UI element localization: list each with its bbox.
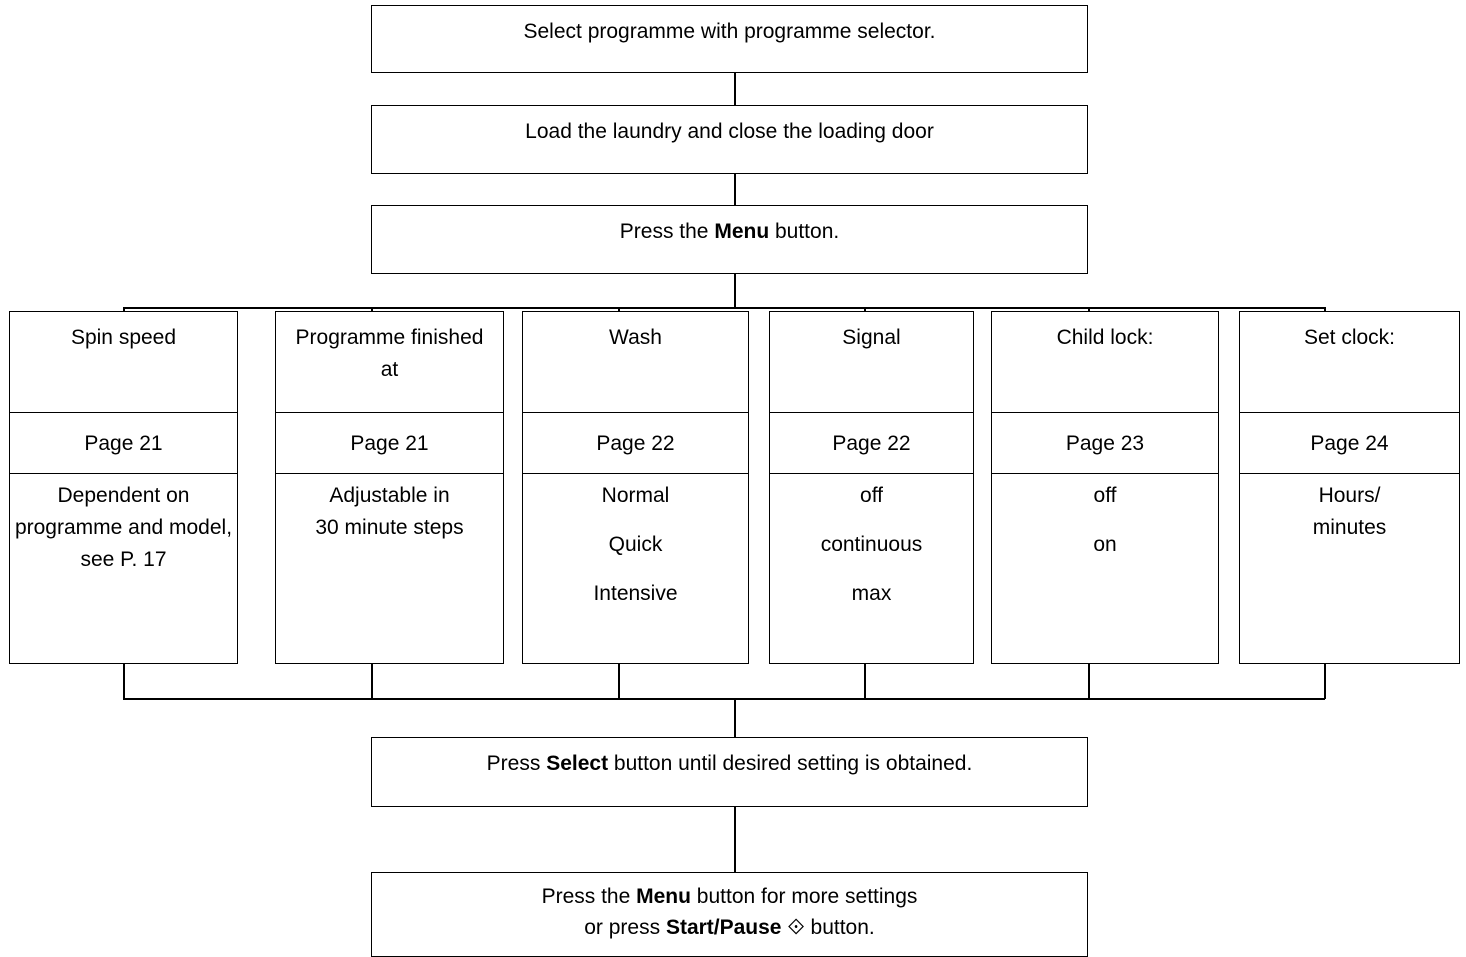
line1-post: button for more settings [690,885,918,908]
option-detail: 30 minute steps [315,516,464,539]
option-page-ref: Page 22 [770,413,973,474]
top-bus-line [123,307,1325,309]
drop-line-6 [1324,307,1326,311]
option-detail: minutes [1312,516,1387,539]
option-title: Programme finished at [276,312,503,413]
option-wash: Wash Page 22 Normal Quick Intensive [522,311,749,664]
option-details: Adjustable in 30 minute steps [276,474,503,544]
option-signal: Signal Page 22 off continuous max [769,311,974,664]
option-page-ref: Page 24 [1240,413,1459,474]
start-pause-button-label: Start/Pause [665,916,782,939]
option-detail: Quick [608,533,663,556]
rise-line-4 [864,664,866,699]
connector-step1-step2 [734,72,736,106]
line2-post: button. [804,916,875,939]
option-set-clock: Set clock: Page 24 Hours/ minutes [1239,311,1460,664]
option-detail: off [1093,484,1117,507]
start-pause-icon: ⟐ [787,915,805,940]
option-details: off on [992,474,1218,561]
step-press-select-post: button until desired setting is obtained… [608,752,973,775]
step-press-menu-text: Press the Menu button. [372,206,1087,248]
option-detail: see P. 17 [80,548,167,571]
line2-pre: or press [584,916,666,939]
option-details: Dependent on programme and model, see P.… [10,474,237,576]
step-load-laundry: Load the laundry and close the loading d… [371,105,1088,174]
option-details: Normal Quick Intensive [523,474,748,610]
option-detail: on [1093,533,1117,556]
step-press-menu-post: button. [769,220,840,243]
menu-button-label-2: Menu [636,885,691,908]
drop-line-5 [1088,307,1090,311]
connector-step4-step5 [734,806,736,872]
step-press-menu-pre: Press the [619,220,715,243]
option-detail: Intensive [593,582,678,605]
line1-pre: Press the [541,885,637,908]
option-page-ref: Page 23 [992,413,1218,474]
option-detail: Hours/ [1318,484,1381,507]
step-more-settings-line1: Press the Menu button for more settings [372,881,1087,912]
option-title: Set clock: [1240,312,1459,413]
option-page-ref: Page 21 [276,413,503,474]
rise-line-1 [123,664,125,699]
option-detail: continuous [820,533,923,556]
option-spin-speed: Spin speed Page 21 Dependent on programm… [9,311,238,664]
option-detail: Adjustable in [329,484,450,507]
drop-line-1 [123,307,125,311]
step-press-select-text: Press Select button until desired settin… [372,738,1087,780]
option-page-ref: Page 21 [10,413,237,474]
connector-step2-step3 [734,173,736,206]
step-press-menu: Press the Menu button. [371,205,1088,274]
option-detail: Dependent on [57,484,190,507]
rise-line-6 [1324,664,1326,699]
option-page-ref: Page 22 [523,413,748,474]
option-detail: off [860,484,883,507]
step-more-settings-line2: or press Start/Pause ⟐ button. [372,912,1087,943]
drop-line-4 [864,307,866,311]
option-title: Spin speed [10,312,237,413]
option-title: Wash [523,312,748,413]
rise-line-3 [618,664,620,699]
step-more-settings-text: Press the Menu button for more settings … [372,873,1087,943]
step-press-select-pre: Press [486,752,547,775]
option-details: Hours/ minutes [1240,474,1459,544]
option-title: Child lock: [992,312,1218,413]
option-child-lock: Child lock: Page 23 off on [991,311,1219,664]
step-load-laundry-text: Load the laundry and close the loading d… [525,120,934,143]
option-detail: programme and model, [14,516,233,539]
step-press-select: Press Select button until desired settin… [371,737,1088,807]
menu-button-label: Menu [714,220,770,243]
step-select-programme: Select programme with programme selector… [371,5,1088,73]
connector-step3-bus [734,273,736,307]
step-more-settings-or-start: Press the Menu button for more settings … [371,872,1088,957]
option-detail: Normal [601,484,670,507]
option-programme-finished: Programme finished at Page 21 Adjustable… [275,311,504,664]
step-select-programme-text: Select programme with programme selector… [523,20,936,43]
connector-bus-step4 [734,698,736,737]
drop-line-3 [618,307,620,311]
bottom-bus-line [123,698,1325,700]
rise-line-5 [1088,664,1090,699]
option-details: off continuous max [770,474,973,610]
option-title: Signal [770,312,973,413]
select-button-label: Select [546,752,609,775]
rise-line-2 [371,664,373,699]
option-detail: max [851,582,892,605]
drop-line-2 [371,307,373,311]
